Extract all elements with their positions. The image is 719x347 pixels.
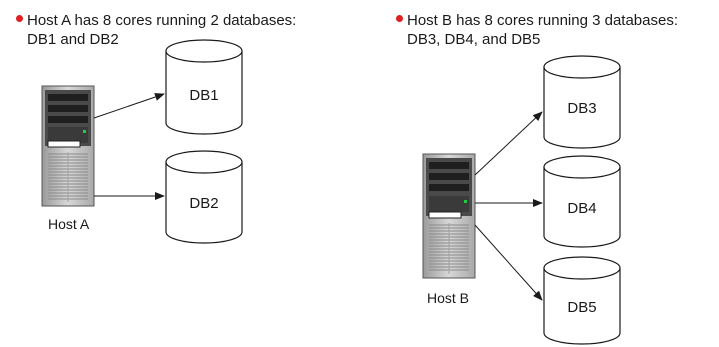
- db4-cylinder: DB4: [543, 155, 621, 248]
- arrow-host-a-to-db1: [93, 93, 165, 119]
- db1-cylinder: DB1: [165, 39, 243, 135]
- db5-cylinder: DB5: [543, 256, 621, 345]
- db2-label: DB2: [189, 195, 218, 212]
- bullet-icon: [396, 15, 403, 22]
- host-a-description-line2: DB1 and DB2: [27, 31, 119, 48]
- host-b-server-icon: [422, 153, 476, 279]
- db3-cylinder: DB3: [543, 55, 621, 149]
- db5-label: DB5: [567, 299, 596, 316]
- host-b-description-line2: DB3, DB4, and DB5: [407, 31, 541, 48]
- host-b-description-line1: Host B has 8 cores running 3 databases:: [407, 12, 678, 29]
- host-a-server-icon: [41, 85, 95, 207]
- db1-label: DB1: [189, 87, 218, 104]
- host-a-description-line1: Host A has 8 cores running 2 databases:: [27, 12, 297, 29]
- db4-label: DB4: [567, 200, 596, 217]
- arrow-host-b-to-db5: [474, 224, 543, 301]
- host-b-label: Host B: [427, 290, 470, 306]
- host-a-description: Host A has 8 cores running 2 databases: …: [16, 11, 296, 49]
- host-b-description: Host B has 8 cores running 3 databases: …: [396, 11, 678, 49]
- arrow-host-b-to-db3: [474, 111, 543, 176]
- db3-label: DB3: [567, 100, 596, 117]
- db2-cylinder: DB2: [165, 150, 243, 244]
- host-a-label: Host A: [48, 216, 90, 232]
- bullet-icon: [16, 15, 23, 22]
